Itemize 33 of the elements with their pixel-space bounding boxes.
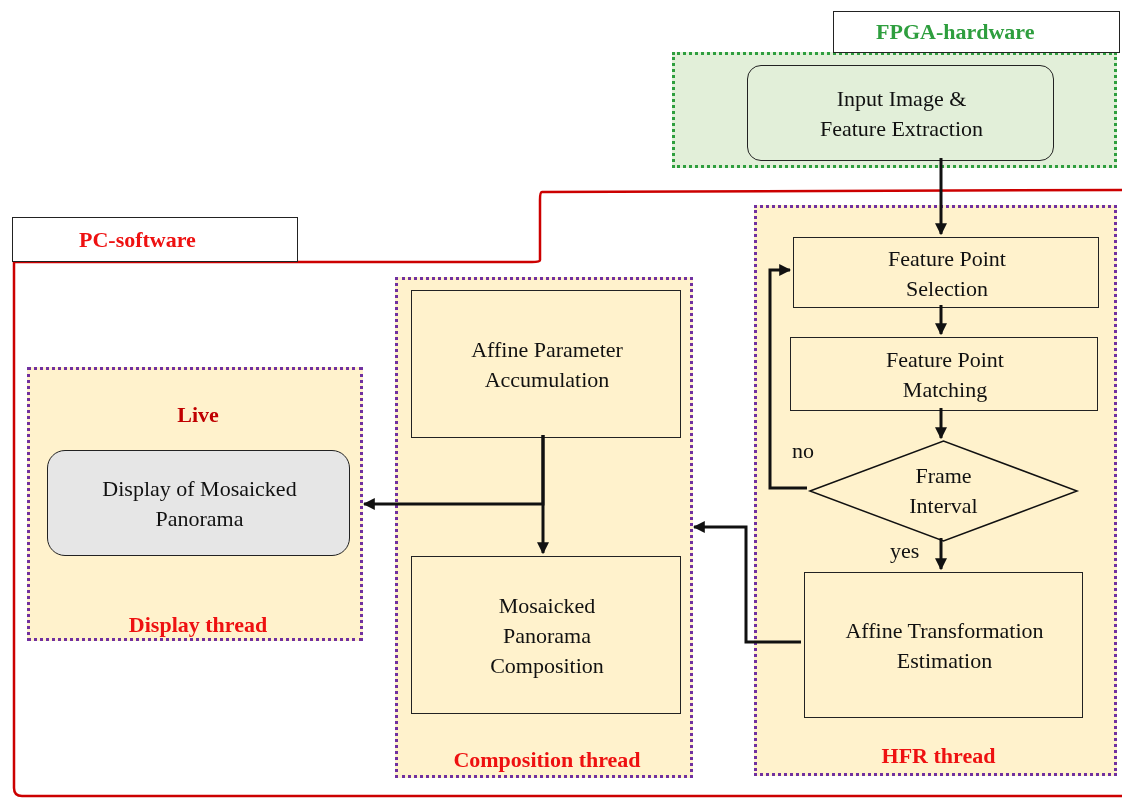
process-box <box>793 237 1099 308</box>
process-box <box>411 556 681 714</box>
process-box <box>747 65 1054 161</box>
process-box <box>411 290 681 438</box>
box-label: Feature Point Selection <box>887 244 1007 303</box>
thread-region <box>754 205 1117 776</box>
region-heading: PC-software <box>12 217 298 262</box>
box-label: Affine Transformation Estimation <box>844 617 1045 675</box>
decision-label: Frame Interval <box>908 462 979 520</box>
box-label: Feature Point Matching <box>885 346 1005 404</box>
arrow <box>935 408 947 440</box>
arrow <box>935 158 947 236</box>
process-box <box>790 337 1098 411</box>
box-label: Display of Mosaicked Panorama <box>101 475 298 533</box>
thread-region <box>395 277 693 778</box>
edge-label: no <box>792 440 814 462</box>
box-label: Input Image & Feature Extraction <box>818 85 985 143</box>
thread-region <box>27 367 363 641</box>
box-label: Affine Parameter Accumulation <box>470 336 624 394</box>
arrow <box>768 264 807 490</box>
edge-label: yes <box>890 540 920 562</box>
process-box <box>47 450 350 556</box>
box-label: Mosaicked Panorama Composition <box>489 592 605 680</box>
arrow <box>692 521 801 644</box>
process-box <box>804 572 1083 718</box>
region-heading: HFR thread <box>880 742 997 771</box>
region-heading: Composition thread <box>452 746 642 775</box>
region-heading: FPGA-hardware <box>833 11 1120 53</box>
arrow <box>362 435 545 510</box>
arrow <box>935 538 947 571</box>
arrow <box>935 305 947 336</box>
region-heading: Display thread <box>127 611 269 640</box>
region-heading: Live <box>176 401 220 430</box>
